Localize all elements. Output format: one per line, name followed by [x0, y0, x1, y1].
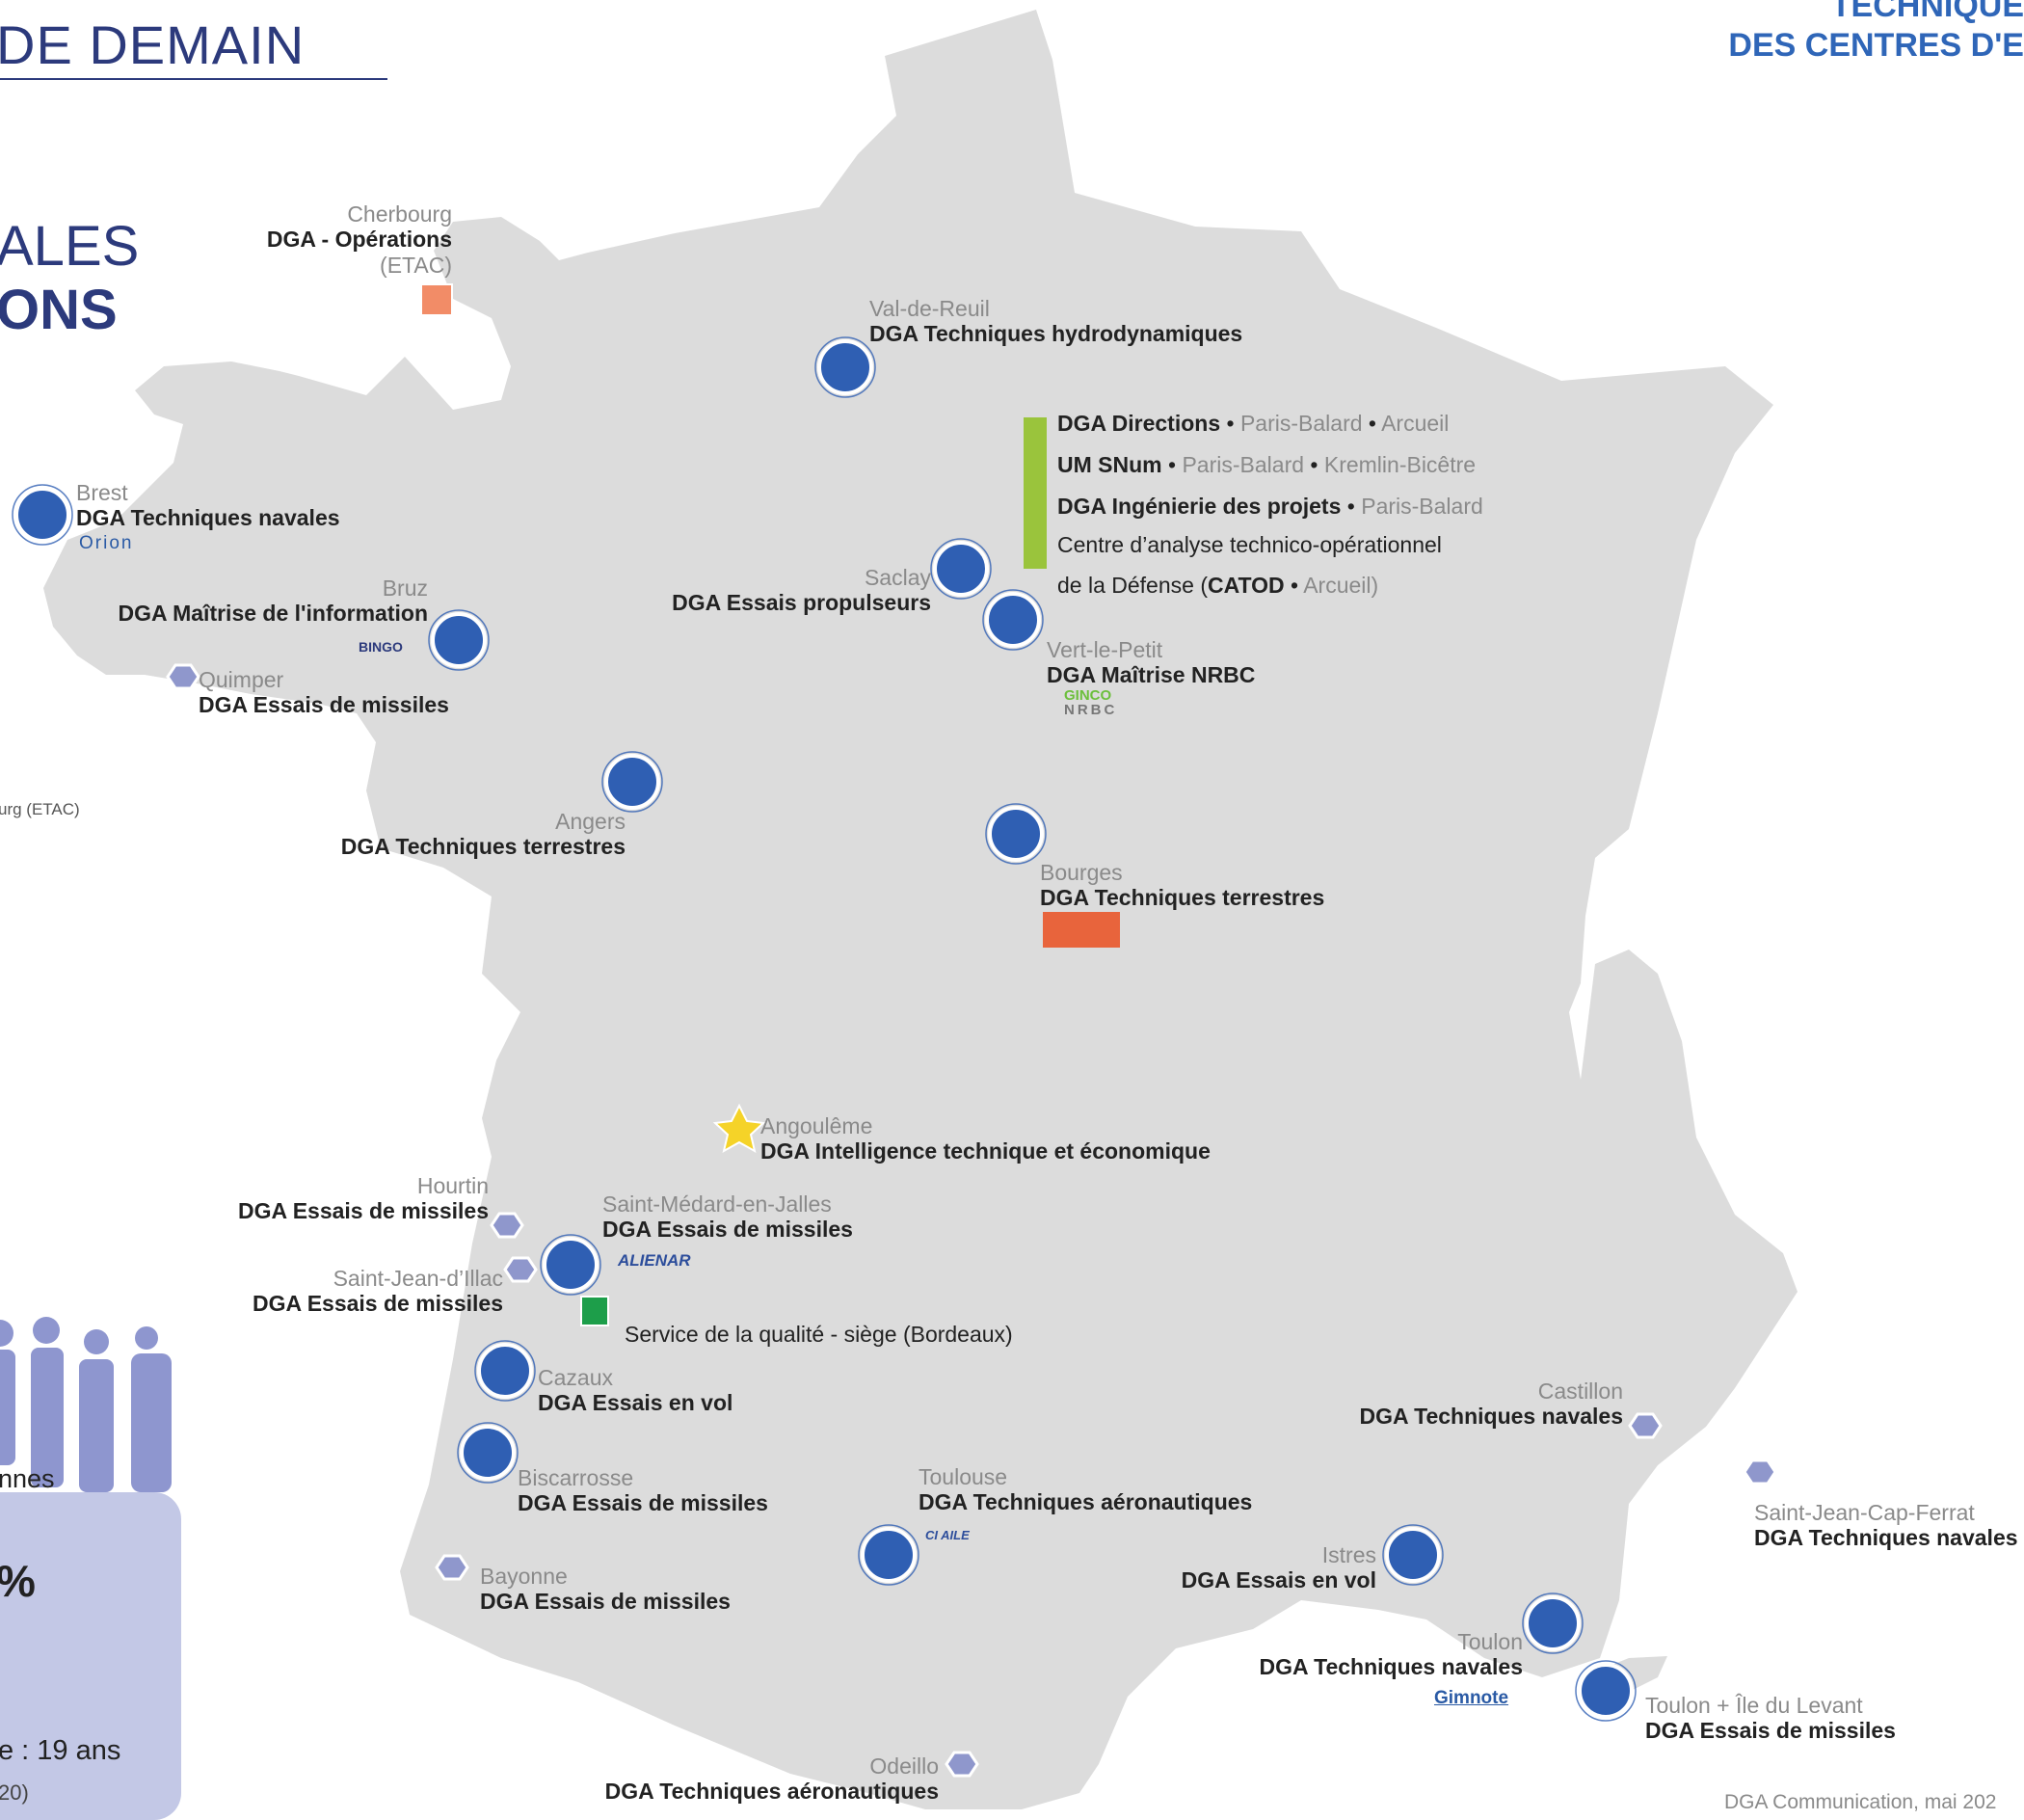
quimper-hex-marker[interactable]	[166, 663, 200, 690]
header-underline	[0, 78, 387, 80]
cherbourg-label: Cherbourg DGA - Opérations (ETAC)	[266, 201, 452, 278]
bayonne-label: Bayonne DGA Essais de missiles	[480, 1564, 731, 1615]
biscarrosse-label: Biscarrosse DGA Essais de missiles	[518, 1465, 768, 1516]
saclay-label: Saclay DGA Essais propulseurs	[672, 565, 931, 616]
france-mainland-shape	[43, 10, 1798, 1809]
footer-credit: DGA Communication, mai 202	[1724, 1791, 1997, 1813]
hex-markers	[166, 663, 1777, 1778]
angouleme-label: Angoulême DGA Intelligence technique et …	[760, 1113, 1211, 1164]
side-title-line1: ALES	[0, 215, 140, 278]
gimnote-logo: Gimnote	[1434, 1688, 1509, 1708]
levant-marker[interactable]	[1578, 1663, 1634, 1719]
side-title-line2: ONS	[0, 279, 118, 341]
odeillo-label: Odeillo DGA Techniques aéronautiques	[604, 1753, 939, 1805]
vertlepetit-marker[interactable]	[985, 592, 1041, 648]
cazaux-label: Cazaux DGA Essais en vol	[538, 1365, 733, 1416]
angers-label: Angers DGA Techniques terrestres	[340, 809, 626, 860]
bayonne-hex-marker[interactable]	[435, 1554, 469, 1581]
qualite-label: Service de la qualité - siège (Bordeaux)	[625, 1322, 1013, 1347]
toulouse-marker[interactable]	[861, 1527, 917, 1583]
bruz-marker[interactable]	[431, 612, 487, 668]
levant-label: Toulon + Île du Levant DGA Essais de mis…	[1645, 1693, 1896, 1744]
bourges-marker[interactable]	[988, 806, 1044, 862]
valdereuil-label: Val-de-Reuil DGA Techniques hydrodynamiq…	[869, 296, 1243, 347]
bourges-logo-image	[1043, 912, 1120, 948]
biscarrosse-marker[interactable]	[460, 1425, 516, 1481]
castillon-hex-marker[interactable]	[1628, 1412, 1663, 1439]
hq-bar	[1024, 417, 1047, 569]
valdereuil-marker[interactable]	[817, 339, 873, 395]
cherbourg-square-marker[interactable]	[420, 283, 453, 316]
angouleme-star-marker[interactable]	[712, 1103, 766, 1153]
age-fragment: e : 19 ans	[0, 1735, 121, 1766]
toulouse-label: Toulouse DGA Techniques aéronautiques	[919, 1464, 1253, 1515]
legend-fragment: urg (ETAC)	[0, 800, 80, 818]
odeillo-hex-marker[interactable]	[945, 1751, 979, 1778]
stjeancap-hex-marker[interactable]	[1743, 1459, 1777, 1485]
ginco-nrbc-logo: GINCO NRBC	[1064, 687, 1118, 718]
hourtin-label: Hourtin DGA Essais de missiles	[238, 1173, 489, 1224]
ciaile-logo: CI AILE	[925, 1528, 970, 1542]
stmedard-marker[interactable]	[543, 1237, 599, 1293]
hq-row-catod-1: Centre d’analyse technico-opérationnel	[1057, 532, 1442, 557]
qualite-square-marker[interactable]	[580, 1296, 609, 1326]
istres-marker[interactable]	[1385, 1527, 1441, 1583]
people-count-fragment: nnes	[0, 1464, 55, 1493]
toulon-label: Toulon DGA Techniques navales	[1259, 1629, 1523, 1680]
cazaux-marker[interactable]	[477, 1343, 533, 1399]
orion-logo: Orion	[79, 533, 134, 553]
hq-row-directions: DGA Directions • Paris-Balard • Arcueil	[1057, 411, 1450, 436]
istres-label: Istres DGA Essais en vol	[1181, 1542, 1376, 1593]
stjeandillac-hex-marker[interactable]	[503, 1256, 538, 1283]
bingo-logo: BINGO	[359, 639, 403, 655]
percent-fragment: %	[0, 1556, 36, 1606]
angers-marker[interactable]	[604, 754, 660, 810]
year-fragment: 20)	[0, 1780, 29, 1805]
people-silhouettes-icon	[0, 1317, 172, 1492]
saclay-marker[interactable]	[933, 541, 989, 597]
castillon-label: Castillon DGA Techniques navales	[1359, 1378, 1623, 1430]
bruz-label: Bruz DGA Maîtrise de l'information	[118, 575, 428, 627]
toulon-marker[interactable]	[1525, 1595, 1581, 1651]
hq-row-snum: UM SNum • Paris-Balard • Kremlin-Bicêtre	[1057, 452, 1477, 477]
stmedard-label: Saint-Médard-en-Jalles DGA Essais de mis…	[602, 1191, 853, 1243]
stjeandillac-label: Saint-Jean-d’Illac DGA Essais de missile…	[253, 1266, 503, 1317]
stats-panel	[0, 1492, 181, 1820]
brest-label: Brest DGA Techniques navales	[76, 480, 340, 531]
alienar-logo: ALIENAR	[618, 1251, 691, 1270]
hq-row-catod-2: de la Défense (CATOD • Arcueil)	[1057, 573, 1379, 598]
brest-marker[interactable]	[14, 487, 70, 543]
header-left-title: DE DEMAIN	[0, 14, 306, 75]
bourges-label: Bourges DGA Techniques terrestres	[1040, 860, 1325, 911]
stjeancap-label: Saint-Jean-Cap-Ferrat DGA Techniques nav…	[1754, 1500, 2018, 1551]
header-right-title: TECHNIQUE DES CENTRES D'E	[1728, 0, 2024, 65]
quimper-label: Quimper DGA Essais de missiles	[199, 667, 449, 718]
hq-row-projets: DGA Ingénierie des projets • Paris-Balar…	[1057, 494, 1483, 519]
vertlepetit-label: Vert-le-Petit DGA Maîtrise NRBC	[1047, 637, 1256, 688]
hourtin-hex-marker[interactable]	[490, 1212, 524, 1239]
site-markers	[14, 339, 1634, 1719]
